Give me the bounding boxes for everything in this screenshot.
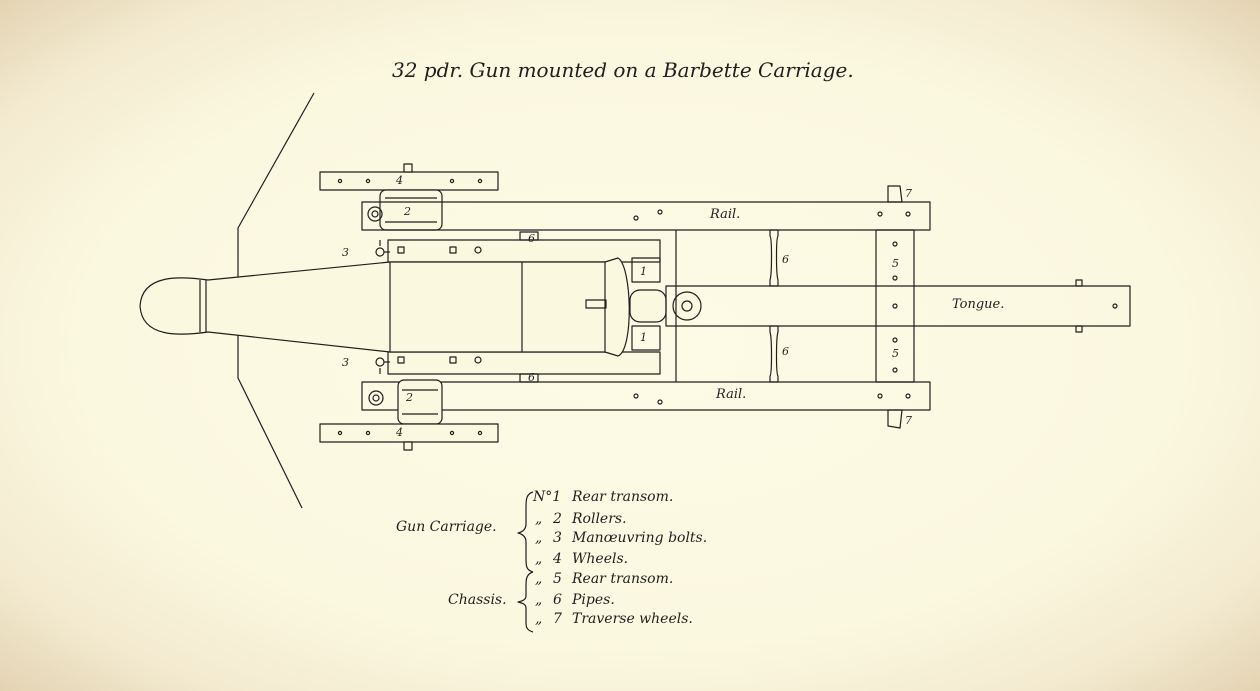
legend-item-number: 7 — [553, 611, 562, 627]
legend-item-number: 6 — [553, 592, 562, 608]
legend-item-prefix: „ — [535, 530, 543, 546]
lower-roller-pivot — [368, 390, 384, 406]
legend-item-number: 5 — [553, 571, 562, 587]
upper-wheel — [319, 171, 499, 191]
gun-barrel — [139, 261, 611, 353]
legend-item-text: Pipes. — [572, 592, 615, 608]
chassis-brace — [517, 571, 534, 633]
legend-item-text: Wheels. — [572, 551, 629, 567]
label-7-upper: 7 — [905, 187, 912, 200]
chassis-rear-transom — [875, 229, 915, 383]
cheek-bolts — [397, 246, 482, 364]
gun-carriage-brace — [517, 491, 534, 573]
gun-rear-transom-upper — [631, 257, 661, 283]
legend-item-number: 4 — [553, 551, 562, 567]
legend-item-prefix: „ — [535, 511, 543, 527]
lower-wheel-bolts — [337, 430, 483, 436]
legend-item-text: Traverse wheels. — [572, 611, 693, 627]
legend-chassis-label: Chassis. — [448, 592, 507, 608]
label-6-lower-plate: 6 — [528, 371, 535, 384]
upper-manoeuvring-bolt — [375, 240, 390, 257]
legend-item-prefix: „ — [535, 551, 543, 567]
lower-manoeuvring-bolt — [375, 357, 390, 374]
lower-traverse-wheel — [887, 409, 903, 429]
legend-item-prefix: N°1 — [533, 489, 562, 505]
legend-item-prefix: „ — [535, 611, 543, 627]
upper-pipe — [769, 229, 779, 287]
lower-rail — [361, 381, 931, 411]
legend-item-number: 2 — [553, 511, 562, 527]
legend-item-text: Rear transom. — [572, 489, 674, 505]
legend-item-number: 3 — [553, 530, 562, 546]
legend-item-prefix: „ — [535, 592, 543, 608]
upper-wheel-hub — [403, 163, 413, 173]
tongue-bolts — [892, 279, 1118, 333]
label-4-lower: 4 — [396, 426, 403, 439]
legend-item-prefix: „ — [535, 571, 543, 587]
legend-item-text: Rear transom. — [572, 571, 674, 587]
label-1-upper: 1 — [640, 265, 647, 278]
label-2-lower: 2 — [406, 391, 413, 404]
lower-rail-bolts — [633, 393, 911, 405]
label-1-lower: 1 — [640, 331, 647, 344]
upper-wheel-bolts — [337, 178, 483, 184]
label-6-upper-plate: 6 — [528, 232, 535, 245]
label-4-upper: 4 — [396, 174, 403, 187]
lower-wheel — [319, 423, 499, 443]
legend-item-text: Rollers. — [572, 511, 627, 527]
label-6-upper-pipe: 6 — [782, 253, 789, 266]
label-3-lower: 3 — [342, 356, 349, 369]
chassis-front-upper-plate — [519, 231, 539, 241]
chassis-front-lower-plate — [519, 373, 539, 383]
gun-rear-transom-lower — [631, 325, 661, 351]
label-2-upper: 2 — [404, 205, 411, 218]
tongue-pivot — [672, 291, 702, 321]
lower-roller — [397, 379, 443, 425]
upper-rail-bolts — [633, 209, 911, 221]
lower-wheel-hub — [403, 441, 413, 451]
gun-breech — [604, 257, 630, 357]
upper-roller — [379, 189, 443, 231]
label-7-lower: 7 — [905, 414, 912, 427]
tongue-label: Tongue. — [952, 297, 1005, 312]
label-3-upper: 3 — [342, 246, 349, 259]
legend-gun-carriage-label: Gun Carriage. — [396, 519, 497, 535]
lower-pipe — [769, 325, 779, 383]
upper-rail-label: Rail. — [710, 207, 741, 222]
tongue — [665, 285, 1131, 327]
legend-item-text: Manœuvring bolts. — [572, 530, 708, 546]
chassis-transom-bolts — [892, 241, 898, 373]
upper-roller-pivot — [367, 206, 383, 222]
label-6-lower-pipe: 6 — [782, 345, 789, 358]
upper-traverse-wheel — [887, 185, 903, 203]
cascabel — [629, 289, 667, 323]
upper-rail — [361, 201, 931, 231]
label-5-lower: 5 — [892, 347, 899, 360]
lower-rail-label: Rail. — [716, 387, 747, 402]
diagram-title: 32 pdr. Gun mounted on a Barbette Carria… — [392, 58, 854, 82]
label-5-upper: 5 — [892, 257, 899, 270]
